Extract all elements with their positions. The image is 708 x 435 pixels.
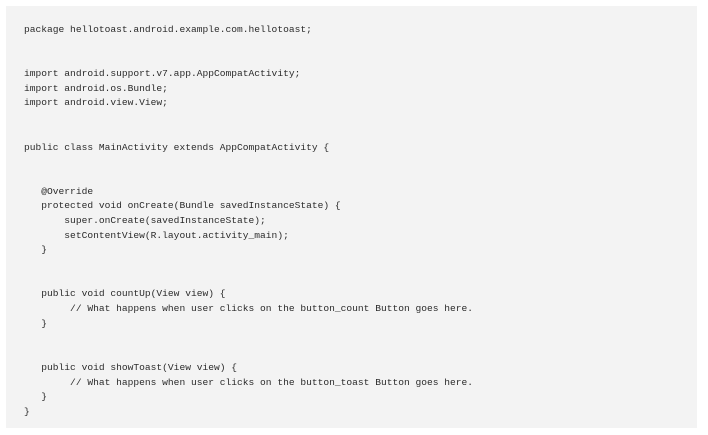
code-line — [24, 273, 697, 288]
code-line: } — [24, 317, 48, 329]
code-line — [24, 111, 697, 126]
code-line — [24, 52, 697, 67]
code-line: } — [24, 391, 48, 403]
code-line: protected void onCreate(Bundle savedInst… — [24, 200, 341, 212]
code-line: setContentView(R.layout.activity_main); — [24, 229, 289, 241]
code-line: public class MainActivity extends AppCom… — [24, 141, 330, 153]
code-line — [24, 258, 697, 273]
code-line: package hellotoast.android.example.com.h… — [24, 24, 312, 35]
code-line — [24, 346, 697, 361]
code-line — [24, 38, 697, 53]
code-line: public void countUp(View view) { — [24, 288, 226, 300]
code-line: import android.view.View; — [24, 97, 168, 109]
code-line: // What happens when user clicks on the … — [24, 303, 474, 315]
code-line: // What happens when user clicks on the … — [24, 376, 474, 388]
code-block: package hellotoast.android.example.com.h… — [6, 6, 697, 428]
code-line — [24, 155, 697, 170]
code-line: public void showToast(View view) { — [24, 361, 238, 373]
code-line: import android.support.v7.app.AppCompatA… — [24, 68, 301, 80]
code-line — [24, 331, 697, 346]
code-line: } — [24, 244, 48, 256]
code-line: } — [24, 405, 30, 417]
code-line — [24, 126, 697, 141]
code-line — [24, 170, 697, 185]
code-line: super.onCreate(savedInstanceState); — [24, 214, 266, 226]
code-line: @Override — [24, 185, 94, 197]
code-line: import android.os.Bundle; — [24, 82, 168, 94]
